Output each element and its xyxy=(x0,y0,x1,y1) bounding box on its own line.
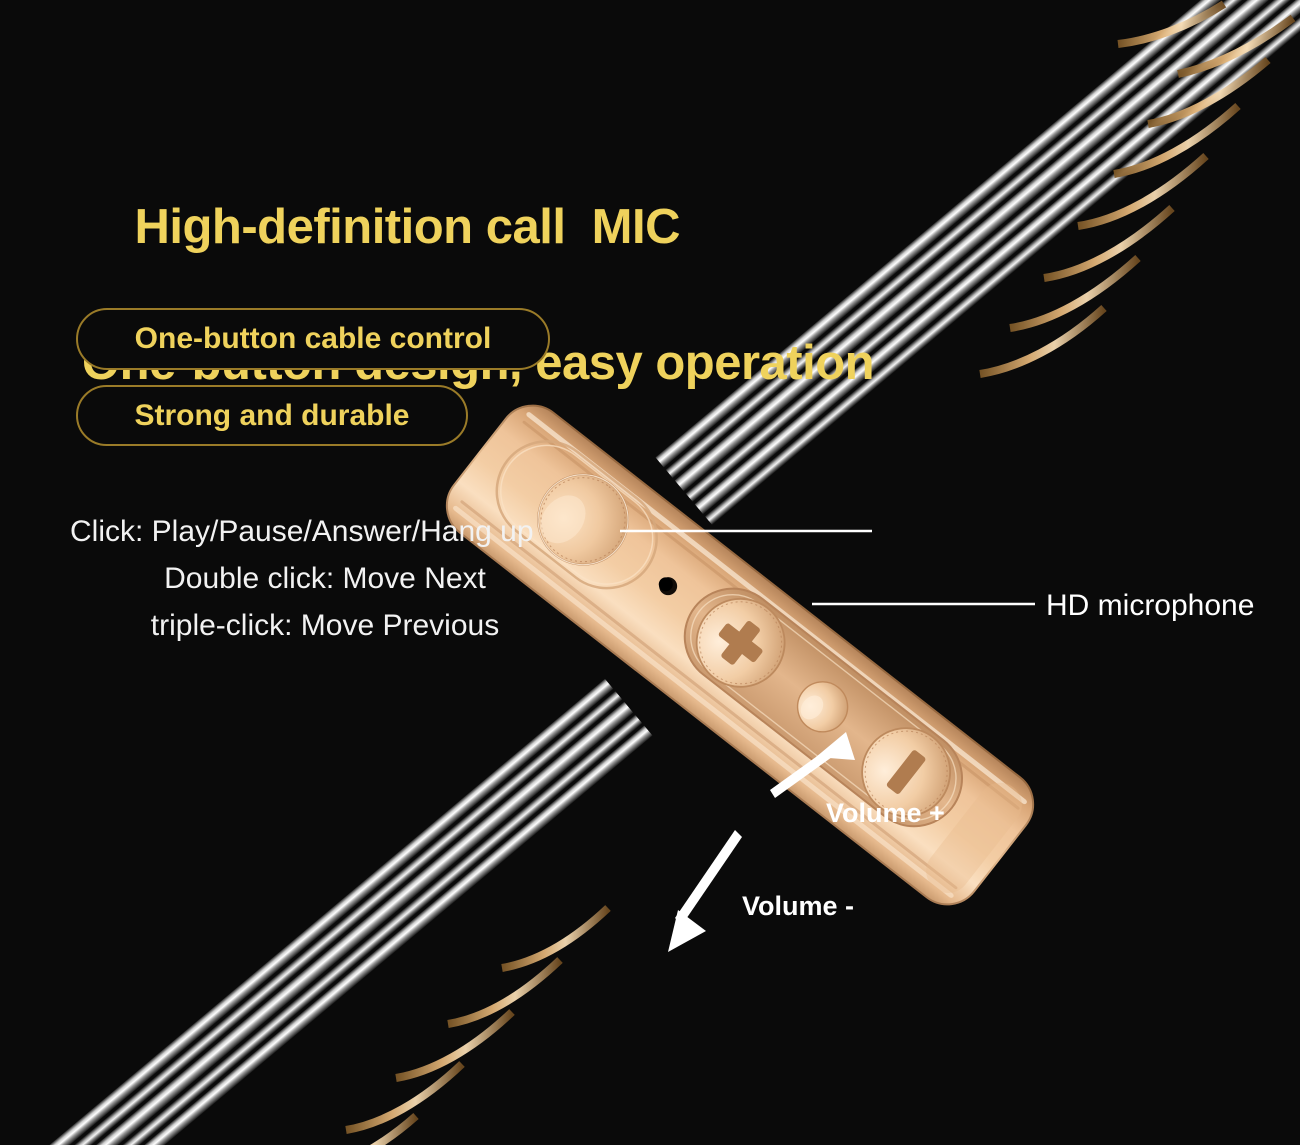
arrow-volume-up xyxy=(770,732,855,798)
instruction-line-triple-click: triple-click: Move Previous xyxy=(150,609,500,642)
badge-strong-and-durable: Strong and durable xyxy=(76,385,468,446)
badge-label: Strong and durable xyxy=(134,398,410,432)
instruction-line-double-click: Double click: Move Next xyxy=(164,562,486,595)
badge-label: One-button cable control xyxy=(134,322,492,355)
cable-gold-threads-upper xyxy=(979,0,1296,378)
badge-one-button-cable-control: One-button cable control xyxy=(76,308,550,370)
label-volume-up: Volume + xyxy=(826,798,945,828)
label-hd-microphone: HD microphone xyxy=(1046,589,1255,622)
cable-gold-threads-lower xyxy=(345,905,611,1145)
arrow-volume-down xyxy=(668,830,742,952)
button-instructions: Click: Play/Pause/Answer/Hang up Double … xyxy=(70,508,580,649)
instruction-line-click: Click: Play/Pause/Answer/Hang up xyxy=(70,515,534,548)
cable-lower xyxy=(22,678,653,1145)
headline-line-1: High-definition call MIC xyxy=(134,200,680,254)
label-volume-down: Volume - xyxy=(742,891,855,921)
